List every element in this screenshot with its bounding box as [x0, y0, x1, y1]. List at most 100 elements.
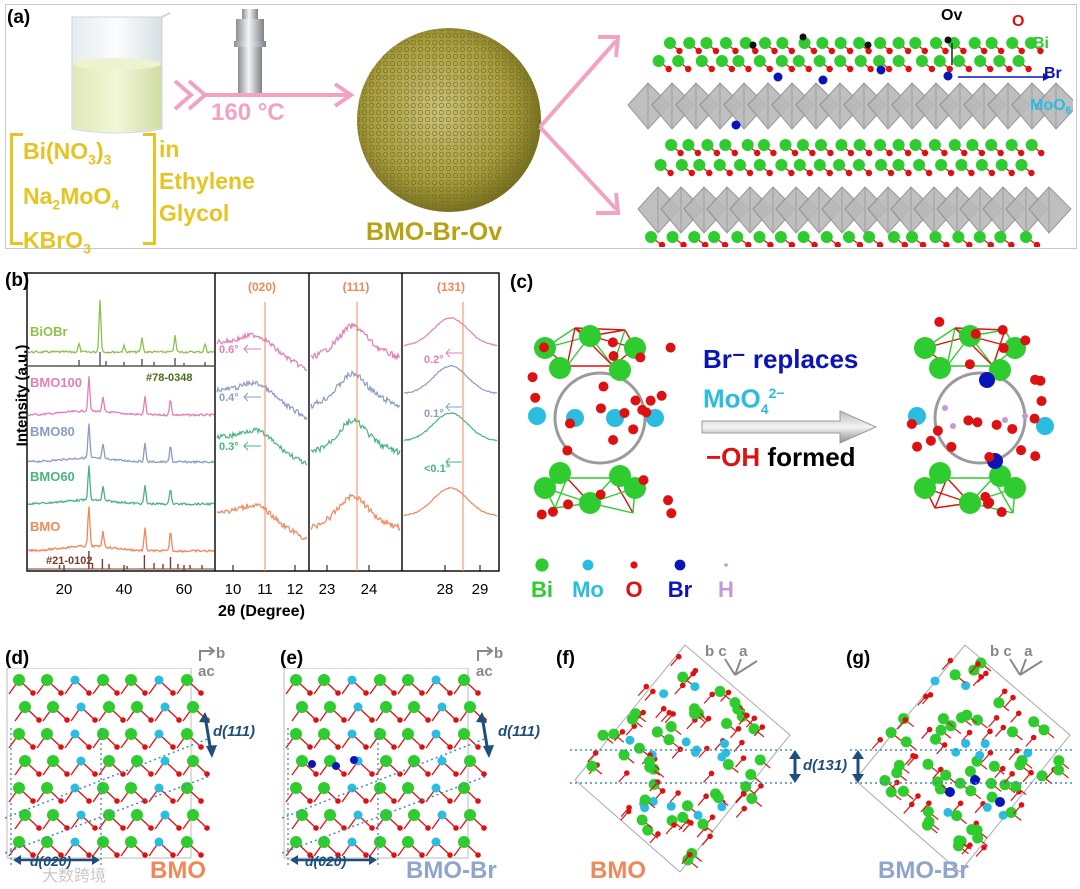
bi-atom	[965, 785, 977, 797]
o-atom	[708, 770, 715, 777]
bi-atom	[796, 139, 809, 151]
o-atom	[363, 744, 369, 750]
o-atom	[170, 744, 176, 750]
o-atom	[654, 779, 661, 785]
bi-atom	[775, 159, 788, 171]
o-atom	[391, 852, 397, 858]
o-atom	[656, 390, 667, 401]
o-atom	[680, 241, 687, 247]
bi-atom	[13, 728, 25, 740]
bi-atom	[887, 231, 900, 243]
br-atom	[818, 75, 828, 85]
o-atom	[170, 690, 176, 696]
o-atom	[767, 241, 774, 247]
o-atom	[204, 771, 210, 777]
mo-atom	[951, 747, 961, 757]
o-atom	[626, 804, 632, 811]
o-atom	[942, 47, 949, 55]
o-atom	[919, 241, 927, 247]
split-arrows	[538, 35, 621, 215]
o-atom	[987, 749, 994, 756]
o-atom	[741, 791, 747, 797]
d111-plane-1	[282, 737, 488, 819]
bi-atom	[1053, 755, 1065, 767]
o-atom	[475, 690, 481, 696]
replace-arrow	[701, 410, 878, 444]
cluster-after	[906, 316, 1054, 518]
br-atom	[332, 762, 340, 770]
microsphere-image	[357, 28, 541, 212]
o-atom	[741, 805, 748, 812]
o-atom	[592, 750, 599, 756]
o-atom	[845, 169, 853, 177]
o-atom	[707, 833, 713, 840]
o-atom	[675, 653, 682, 660]
o-atom	[637, 404, 648, 415]
o-atom	[978, 149, 986, 157]
o-atom	[645, 395, 656, 406]
product-label: BMO-Br-Ov	[366, 218, 503, 246]
o-atom	[986, 65, 994, 73]
bi-atom	[914, 337, 936, 359]
bi-atom	[797, 231, 810, 243]
bi-atom	[408, 701, 420, 713]
reagent-list: Bi(NO3)3 Na2MoO4 KBrO3	[23, 133, 119, 267]
o-atom	[341, 771, 347, 777]
trace-bmo100	[27, 376, 215, 418]
bi-atom	[713, 159, 726, 171]
o-atom	[391, 744, 397, 750]
bi-atom	[324, 701, 336, 713]
bi-atom	[19, 755, 31, 767]
o-atom	[685, 65, 692, 73]
o-atom	[740, 755, 747, 761]
shift-020-0: 0.6°	[219, 344, 239, 356]
o-atom	[666, 508, 677, 519]
legend-label-br: Br	[668, 577, 693, 602]
o-atom	[771, 47, 778, 55]
bi-atom	[722, 758, 734, 770]
bi-atom	[929, 357, 951, 379]
mo-atom	[431, 837, 441, 847]
o-atom	[92, 825, 98, 831]
o-atom	[886, 47, 893, 55]
bi-atom	[892, 55, 905, 67]
o-atom	[475, 798, 481, 804]
bi-atom	[13, 674, 25, 686]
bi-atom	[951, 810, 963, 822]
mo-atom	[154, 783, 164, 793]
axes-f: b c a	[705, 643, 775, 684]
o-atom	[397, 717, 403, 723]
bi-atom	[374, 836, 386, 848]
mo-atom	[720, 739, 730, 749]
o-atom	[198, 744, 204, 750]
bi-atom	[1006, 37, 1019, 49]
replace-text: Br⁻ replaces MoO42−	[703, 342, 858, 426]
o-atom	[735, 725, 742, 732]
o-atom	[114, 798, 120, 804]
br-atom	[979, 372, 995, 388]
bi-atom	[125, 728, 137, 740]
o-atom	[865, 149, 873, 157]
bi-atom	[985, 37, 998, 49]
bi-atom	[402, 782, 414, 794]
o-atom	[941, 742, 948, 748]
o-atom	[114, 744, 120, 750]
o-atom	[964, 359, 975, 370]
bi-atom	[885, 727, 897, 739]
mo-atom	[160, 702, 170, 712]
bi-atom	[935, 724, 947, 736]
o-atom	[847, 65, 854, 73]
d111-label-e: d(111)	[498, 723, 540, 740]
o-atom	[638, 475, 649, 486]
mo-atom	[982, 802, 992, 812]
bi-atom	[732, 55, 745, 67]
o-atom	[970, 328, 981, 339]
o-atom	[58, 744, 64, 750]
x-tick-z1-1: 11	[257, 581, 273, 598]
o-atom	[475, 852, 481, 858]
o-atom	[564, 418, 575, 429]
o-atom	[932, 425, 943, 436]
o-atom	[934, 316, 945, 327]
h-atom	[950, 423, 956, 429]
lattice-f	[570, 644, 801, 873]
